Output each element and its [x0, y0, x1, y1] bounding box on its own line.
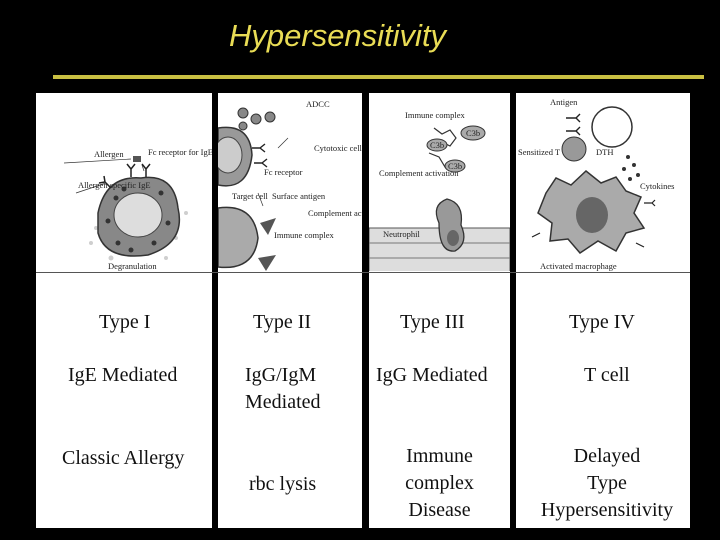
type-4-name: Type IV	[569, 309, 635, 336]
type-1-illustration: Allergen Fc receptor for IgE Allergen sp…	[36, 93, 212, 271]
type-1-example: Classic Allergy	[62, 445, 184, 472]
illustration-divider	[36, 272, 690, 273]
type-1-label-allergen: Allergen	[94, 149, 124, 159]
type-4-label-cytokines: Cytokines	[640, 181, 674, 191]
type-3-example-line-2: complex	[369, 470, 510, 497]
type-2-illustration: ADCC Cytotoxic cell Fc receptor Surface …	[218, 93, 362, 271]
type-2-mediator-line-2: Mediated	[245, 389, 321, 416]
type-4-example-line-2: Type	[516, 470, 698, 497]
title-underline	[53, 75, 704, 79]
type-2-label-fc-receptor: Fc receptor	[264, 167, 303, 177]
type-2-label-cytotoxic-cell: Cytotoxic cell	[314, 143, 362, 153]
type-2-mediator-line-1: IgG/IgM	[245, 362, 316, 389]
type-3-label-c3b-a: C3b	[466, 128, 480, 138]
type-1-label-allergen-ige: Allergen specific IgE	[78, 180, 151, 190]
type-4-mediator: T cell	[584, 362, 630, 389]
type-4-label-antigen: Antigen	[550, 97, 578, 107]
type-2-label-target-cell: Target cell	[232, 191, 268, 201]
type-2-label-adcc: ADCC	[306, 99, 330, 109]
type-2-label-surface-antigen: Surface antigen	[272, 191, 326, 201]
type-4-illustration: Antigen Sensitized T DTH Cytokines Activ…	[516, 93, 690, 271]
type-3-label-c3b-b: C3b	[430, 140, 444, 150]
type-3-name: Type III	[400, 309, 465, 336]
slide-title: Hypersensitivity	[229, 18, 446, 54]
type-1-label-fc-receptor: Fc receptor for IgE	[148, 147, 212, 157]
type-4-example-line-1: Delayed	[516, 443, 698, 470]
type-2-label-complement-activation: Complement activation	[308, 208, 362, 218]
type-3-example-line-1: Immune	[369, 443, 510, 470]
type-3-mediator: IgG Mediated	[376, 362, 488, 389]
type-1-mediator: IgE Mediated	[68, 362, 177, 389]
type-3-label-immune-complex: Immune complex	[405, 110, 465, 120]
type-2-example: rbc lysis	[249, 471, 316, 498]
type-4-label-dth: DTH	[596, 147, 613, 157]
type-3-label-complement-activation: Complement activation	[379, 168, 459, 178]
type-4-label-sensitized-t: Sensitized T	[518, 147, 561, 157]
type-2-label-immune-complex: Immune complex	[274, 230, 334, 240]
type-1-name: Type I	[99, 309, 150, 336]
type-3-illustration: Immune complex C3b C3b C3b Complement ac…	[369, 93, 510, 271]
type-4-label-activated-macrophage: Activated macrophage	[540, 261, 617, 271]
type-1-label-degranulation: Degranulation	[108, 261, 157, 271]
type-4-example-line-3: Hypersensitivity	[516, 497, 698, 524]
type-3-example-line-3: Disease	[369, 497, 510, 524]
type-2-name: Type II	[253, 309, 311, 336]
type-3-label-neutrophil: Neutrophil	[383, 229, 420, 239]
